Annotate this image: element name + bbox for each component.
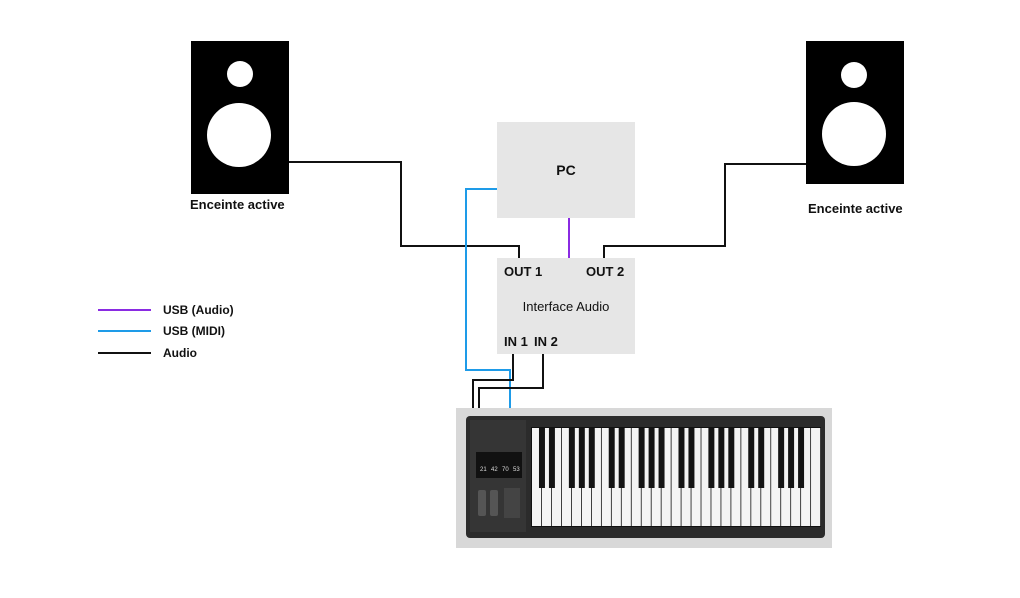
white-key [611,428,621,526]
black-key [538,428,545,488]
black-key [758,428,765,488]
audio-cable-left-speaker [289,161,520,262]
white-key [761,428,771,526]
black-key [728,428,735,488]
out1-label: OUT 1 [504,264,543,279]
black-key [548,428,555,488]
white-key [631,428,641,526]
white-key [541,428,552,526]
white-key [811,428,821,526]
white-key [741,428,751,526]
black-key [678,428,685,488]
white-key [601,428,611,526]
black-key [718,428,725,488]
left-speaker-label: Enceinte active [190,197,285,212]
woofer [207,103,271,167]
white-key [581,428,591,526]
display-value-3: 70 [502,467,509,473]
black-key [568,428,575,488]
legend-label-audio: Audio [163,346,197,360]
keyboard-screen [476,452,522,478]
pc-label: PC [556,162,576,178]
black-keys [538,428,805,488]
black-key [708,428,715,488]
woofer [822,102,886,166]
usb-midi-cable [465,188,511,416]
white-keys [532,428,821,526]
audio-interface-box: OUT 1 OUT 2 Interface Audio IN 1 IN 2 [497,258,635,354]
legend-label-usb-midi: USB (MIDI) [163,324,225,338]
interface-label: Interface Audio [522,299,610,314]
white-key [701,428,711,526]
white-key [661,428,671,526]
black-key [618,428,625,488]
white-key [681,428,691,526]
white-key [791,428,801,526]
black-key [648,428,655,488]
white-key [651,428,661,526]
white-key [731,428,741,526]
pc-box: PC [497,122,635,218]
black-key [638,428,645,488]
white-key [641,428,651,526]
white-key [781,428,791,526]
white-key [532,428,542,526]
black-key [748,428,755,488]
pitch-wheel [478,490,486,516]
tweeter [227,61,253,87]
left-speaker-icon [191,41,289,194]
black-key [588,428,595,488]
in1-label: IN 1 [504,334,528,349]
white-key [771,428,781,526]
white-key [711,428,721,526]
right-speaker-label: Enceinte active [808,201,903,216]
right-speaker-icon [806,41,904,184]
display-value-1: 21 [480,467,487,473]
display-value-4: 53 [513,467,520,473]
white-key [691,428,701,526]
in2-label: IN 2 [534,334,558,349]
white-key [671,428,681,526]
black-key [578,428,585,488]
black-key [798,428,805,488]
black-key [658,428,665,488]
white-key [551,428,562,526]
black-key [778,428,785,488]
tweeter [841,62,867,88]
display-value-2: 42 [491,467,498,473]
black-key [608,428,615,488]
white-key [721,428,731,526]
audio-cable-right-speaker [603,163,806,262]
legend-label-usb-audio: USB (Audio) [163,303,234,317]
mod-wheel [490,490,498,516]
white-key [801,428,811,526]
out2-label: OUT 2 [586,264,625,279]
white-key [751,428,761,526]
white-key [571,428,582,526]
control-buttons [504,488,520,518]
white-key [561,428,572,526]
audio-cable-in2 [478,351,544,416]
audio-cable-in1 [472,351,514,416]
white-key [621,428,631,526]
black-key [788,428,795,488]
black-key [688,428,695,488]
white-key [591,428,601,526]
